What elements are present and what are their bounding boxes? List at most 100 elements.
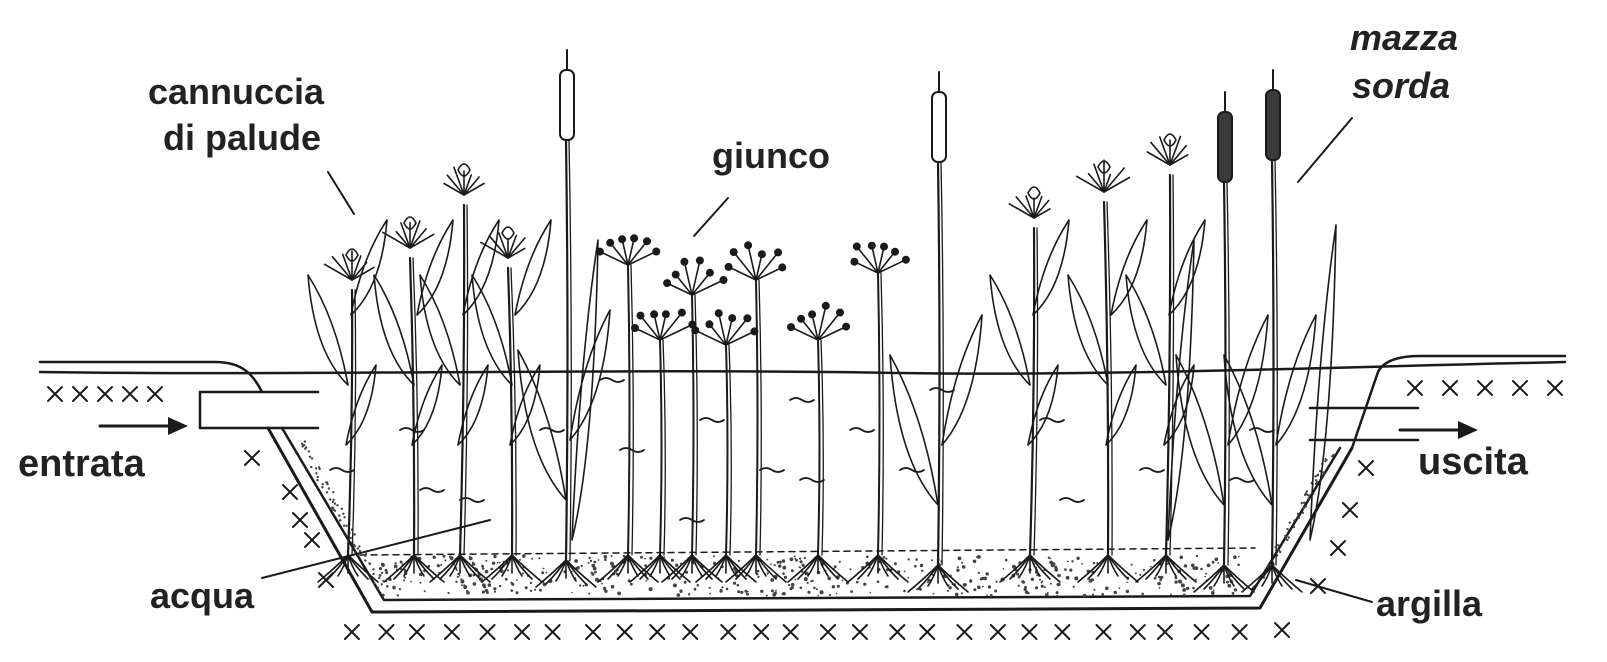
gravel-dot — [1332, 454, 1334, 456]
tuft-seed — [692, 327, 699, 334]
gravel-dot — [591, 572, 593, 574]
gravel-surface-line — [360, 548, 1255, 555]
plant-stem — [1275, 160, 1277, 565]
plant-stem — [756, 280, 758, 555]
gravel-dot — [308, 450, 310, 452]
plant-leaf — [890, 355, 938, 505]
plume-head — [502, 227, 514, 239]
gravel-dot — [774, 564, 776, 566]
gravel-dot — [377, 587, 379, 589]
plant-stem — [729, 345, 731, 555]
gravel-dot — [539, 589, 542, 592]
gravel-dot — [461, 584, 463, 586]
gravel-dot — [1304, 494, 1306, 496]
plant-stem — [628, 265, 630, 555]
gravel-dot — [486, 591, 489, 594]
gravel-dot — [588, 557, 590, 559]
label-reed-line2: di palude — [163, 117, 321, 158]
plume-branch — [489, 236, 508, 258]
soil-cross — [821, 625, 835, 639]
gravel-dot — [1143, 569, 1145, 571]
gravel-dot — [329, 498, 331, 500]
gravel-dot — [1074, 576, 1078, 580]
tuft-seed — [678, 309, 685, 316]
gravel-dot — [343, 525, 345, 527]
gravel-dot — [1286, 528, 1288, 530]
tuft-seed — [715, 310, 722, 317]
gravel-dot — [581, 565, 583, 567]
soil-cross — [650, 625, 664, 639]
gravel-dot — [1170, 593, 1172, 595]
gravel-dot — [594, 571, 597, 574]
gravel-dot — [424, 590, 426, 592]
gravel-dot — [499, 562, 501, 564]
gravel-dot — [459, 575, 461, 577]
gravel-dot — [799, 557, 801, 559]
gravel-dot — [1003, 568, 1005, 570]
gravel-dot — [737, 584, 740, 587]
gravel-dot — [1031, 578, 1034, 581]
gravel-dot — [590, 560, 592, 562]
gravel-dot — [955, 593, 959, 597]
label-outlet: uscita — [1418, 441, 1529, 483]
gravel-dot — [516, 591, 519, 594]
plant-root — [598, 555, 628, 582]
plant-leaf — [1106, 365, 1136, 445]
tuft-seed — [664, 280, 671, 287]
gravel-dot — [534, 589, 536, 591]
plume-branch — [1151, 142, 1170, 165]
gravel-dot — [543, 568, 545, 570]
gravel-dot — [507, 569, 509, 571]
tuft-branch — [692, 280, 724, 295]
gravel-dot — [977, 586, 981, 590]
gravel-dot — [1044, 586, 1046, 588]
gravel-dot — [522, 572, 524, 574]
tuft-seed — [631, 235, 638, 242]
gravel-dot — [372, 568, 374, 570]
gravel-dot — [392, 586, 395, 589]
gravel-dot — [378, 577, 380, 579]
gravel-dot — [850, 568, 852, 570]
gravel-dot — [630, 583, 633, 586]
water-ripple — [620, 448, 644, 452]
gravel-dot — [1315, 479, 1317, 481]
gravel-dot — [956, 569, 959, 572]
plant-stem — [1030, 228, 1034, 555]
gravel-dot — [437, 564, 440, 567]
plant-root — [384, 555, 414, 582]
tuft-seed — [745, 242, 752, 249]
soil-cross — [379, 625, 393, 639]
tuft-seed — [788, 324, 795, 331]
tuft-seed — [729, 315, 736, 322]
gravel-dot — [973, 560, 977, 564]
gravel-dot — [318, 466, 320, 468]
gravel-dot — [379, 567, 382, 570]
gravel-dot — [399, 588, 401, 590]
gravel-dot — [394, 562, 396, 564]
gravel-dot — [1303, 506, 1305, 508]
soil-marks — [48, 381, 1562, 639]
gravel-dot — [457, 576, 459, 578]
tuft-seed — [853, 243, 860, 250]
gravel-dot — [494, 591, 496, 593]
gravel-dot — [863, 583, 866, 586]
gravel-dot — [767, 573, 769, 575]
gravel-dot — [1105, 587, 1109, 591]
gravel-dot — [933, 593, 935, 595]
gravel-dot — [611, 585, 615, 589]
gravel-dot — [381, 572, 383, 574]
gravel-dot — [807, 591, 810, 594]
water-ripples — [330, 378, 1274, 522]
plant-stem — [631, 265, 633, 555]
tuft-seed — [632, 325, 639, 332]
soil-cross — [98, 387, 112, 401]
plants — [308, 50, 1336, 592]
gravel-dot — [799, 567, 801, 569]
gravel-dot — [463, 585, 467, 589]
gravel-dot — [757, 576, 759, 578]
gravel-dot — [1278, 549, 1280, 551]
gravel-dot — [1227, 584, 1231, 588]
clay-leader-line — [1296, 580, 1372, 602]
gravel-dot — [1046, 594, 1048, 596]
gravel-dot — [450, 556, 454, 560]
